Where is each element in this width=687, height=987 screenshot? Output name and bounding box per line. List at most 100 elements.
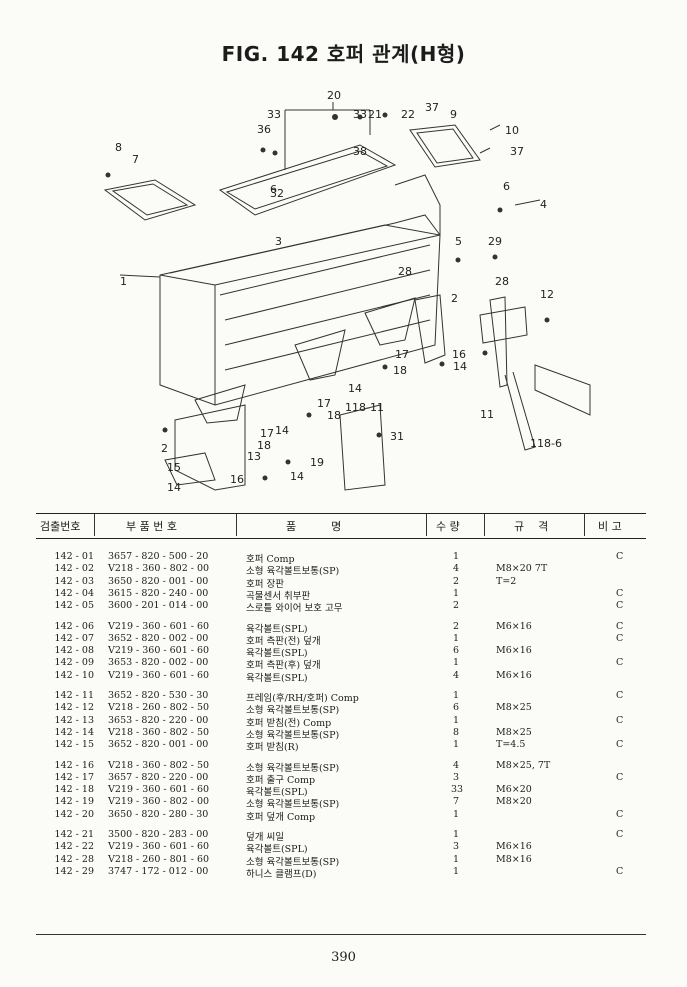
- cell-name: 호퍼 Comp: [246, 554, 295, 565]
- cell-no: 142 - 16: [54, 759, 94, 771]
- cell-no: 142 - 29: [54, 865, 94, 877]
- cell-name: 호퍼 측판(후) 덮개: [246, 660, 321, 672]
- cell-remark: C: [616, 808, 624, 820]
- cell-name: 소형 육각볼트보통(SP): [246, 762, 340, 774]
- cell-no: 142 - 14: [54, 726, 94, 738]
- outlet-3: [194, 384, 246, 424]
- svg-text:18: 18: [327, 409, 341, 422]
- svg-text:37: 37: [510, 145, 524, 158]
- cell-part: V219 - 360 - 601 - 60: [108, 784, 210, 796]
- cell-name: 소형 육각볼트보통(SP): [246, 729, 340, 741]
- svg-text:21: 21: [368, 108, 382, 121]
- cell-part: 3747 - 172 - 012 - 00: [108, 865, 209, 877]
- cell-qty: 1: [452, 865, 460, 877]
- cell-qty: 8: [452, 726, 460, 738]
- svg-text:31: 31: [390, 430, 404, 443]
- cell-spec: M6×16: [496, 841, 532, 853]
- cell-part: V219 - 360 - 601 - 60: [108, 645, 210, 657]
- cell-no: 142 - 03: [54, 575, 94, 587]
- cell-no: 142 - 28: [54, 853, 94, 865]
- svg-text:6: 6: [503, 180, 510, 193]
- svg-text:18: 18: [393, 364, 407, 377]
- cell-remark: C: [616, 587, 624, 599]
- cell-name: 호퍼 장판: [246, 578, 284, 590]
- cell-qty: 1: [452, 690, 460, 701]
- svg-text:14: 14: [275, 424, 289, 437]
- cell-part: V219 - 360 - 802 - 00: [108, 796, 210, 808]
- cell-no: 142 - 09: [54, 657, 94, 669]
- svg-text:14: 14: [167, 481, 181, 494]
- hopper-cover: [218, 144, 397, 216]
- svg-text:9: 9: [450, 108, 457, 121]
- cell-no: 142 - 13: [54, 714, 94, 726]
- svg-text:32: 32: [270, 187, 284, 200]
- svg-text:28: 28: [398, 265, 412, 278]
- page-number: 390: [331, 950, 356, 965]
- cell-name: 육각볼트(SPL): [246, 623, 308, 635]
- hopper-support-front: [174, 404, 246, 491]
- cell-remark: C: [616, 739, 624, 751]
- table-row: 142 - 02 V218 - 360 - 802 - 00 소형 육각볼트보통(S…: [36, 563, 646, 578]
- cell-qty: 3: [452, 841, 460, 853]
- svg-text:37: 37: [425, 101, 439, 114]
- figure-title: FIG. 142 호퍼 관계(H형): [221, 42, 466, 66]
- svg-text:14: 14: [348, 382, 362, 395]
- table-row: 142 - 29 3747 - 172 - 012 - 00 하니스 클램프(D) 1…: [36, 865, 646, 880]
- svg-text:6: 6: [270, 183, 277, 196]
- cell-qty: 1: [452, 657, 460, 669]
- cell-spec: M6×20: [496, 784, 532, 796]
- svg-text:8: 8: [115, 141, 122, 154]
- cell-part: 3652 - 820 - 001 - 00: [108, 739, 209, 751]
- cell-qty: 1: [452, 587, 460, 599]
- cell-qty: 6: [452, 645, 460, 657]
- cell-remark: C: [616, 690, 624, 701]
- cell-qty: 1: [452, 829, 460, 840]
- cell-no: 142 - 02: [54, 563, 94, 575]
- cell-no: 142 - 15: [54, 739, 94, 751]
- cell-remark: C: [616, 865, 624, 877]
- svg-text:20: 20: [327, 89, 341, 102]
- svg-text:3: 3: [275, 235, 282, 248]
- cell-part: V218 - 360 - 802 - 00: [108, 563, 210, 575]
- cell-part: 3653 - 820 - 220 - 00: [108, 714, 209, 726]
- cell-spec: T=4.5: [496, 739, 526, 751]
- cell-part: 3600 - 201 - 014 - 00: [108, 600, 209, 612]
- cell-name: 하니스 클램프(D): [246, 868, 317, 880]
- cell-remark: C: [616, 600, 624, 612]
- cell-qty: 3: [452, 771, 460, 783]
- cell-no: 142 - 20: [54, 808, 94, 820]
- cell-remark: C: [616, 620, 624, 632]
- cell-qty: 1: [452, 714, 460, 726]
- cell-remark: C: [616, 771, 624, 783]
- cell-qty: 1: [452, 632, 460, 644]
- svg-text:12: 12: [540, 288, 554, 301]
- cell-remark: C: [616, 714, 624, 726]
- cell-no: 142 - 06: [54, 620, 94, 632]
- svg-text:4: 4: [540, 198, 547, 211]
- svg-text:118-11: 118-11: [345, 401, 384, 414]
- cell-part: 3615 - 820 - 240 - 00: [108, 587, 209, 599]
- cell-remark: C: [616, 632, 624, 644]
- header-name: 품 명: [286, 520, 342, 533]
- svg-text:2: 2: [161, 442, 168, 455]
- rear-frame: [489, 296, 508, 388]
- cell-remark: C: [616, 829, 624, 840]
- svg-text:11: 11: [480, 408, 494, 421]
- svg-text:18: 18: [257, 439, 271, 452]
- cell-remark: C: [616, 657, 624, 669]
- cell-no: 142 - 18: [54, 784, 94, 796]
- svg-text:22: 22: [401, 108, 415, 121]
- svg-text:28: 28: [495, 275, 509, 288]
- cell-qty: 2: [452, 575, 460, 587]
- cell-name: 소형 육각볼트보통(SP): [246, 566, 340, 578]
- table-header: 검출번호 부 품 번 호 품 명 수 량 규 격 비 고: [36, 513, 646, 539]
